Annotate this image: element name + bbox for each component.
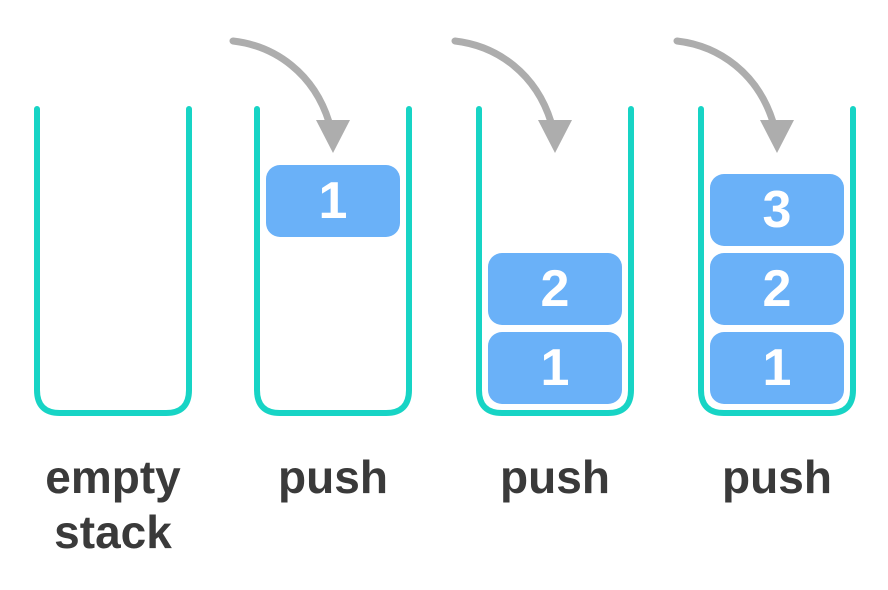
stack-label: push (722, 451, 832, 503)
stack-column-3: 2 1 push (451, 34, 634, 505)
stack-outline (476, 106, 634, 416)
stack-box: 1 (488, 332, 622, 404)
stack-boxes: 3 2 1 (710, 174, 844, 404)
stack-label: empty stack (45, 451, 181, 559)
stack-container-2: 1 (254, 106, 412, 416)
box-value: 1 (762, 339, 792, 397)
stack-box: 1 (266, 165, 400, 237)
stack-container-4: 3 2 1 (698, 106, 856, 416)
stack-box: 2 (710, 253, 844, 325)
stack-box: 2 (488, 253, 622, 325)
stack-box: 3 (710, 174, 844, 246)
stack-outline (698, 106, 856, 416)
stack-boxes: 2 1 (488, 253, 622, 404)
box-value: 1 (318, 172, 348, 230)
stack-outline (34, 106, 192, 416)
stack-column-2: 1 push (229, 34, 412, 505)
stack-label: push (278, 451, 388, 503)
stack-container-3: 2 1 (476, 106, 634, 416)
box-value: 3 (762, 181, 792, 239)
box-value: 2 (540, 260, 570, 318)
stack-column-1: empty stack (34, 34, 192, 560)
stack-column-4: 3 2 1 push (673, 34, 856, 505)
stack-label: push (500, 451, 610, 503)
stack-container-1 (34, 106, 192, 416)
stack-box: 1 (710, 332, 844, 404)
box-value: 1 (540, 339, 570, 397)
box-value: 2 (762, 260, 792, 318)
stack-outline (254, 106, 412, 416)
